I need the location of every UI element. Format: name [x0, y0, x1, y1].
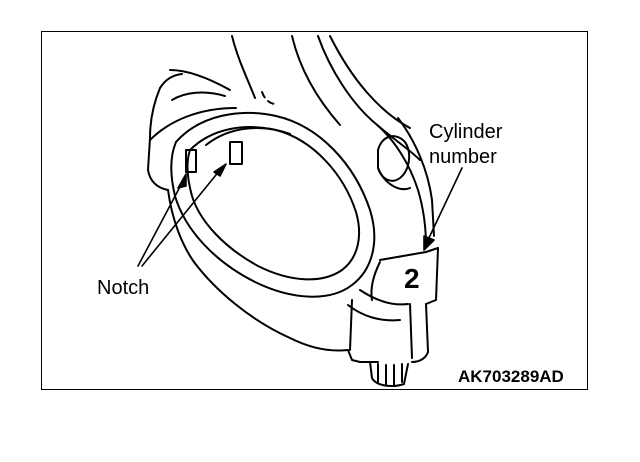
cylinder-number-label-line1: Cylinder: [429, 121, 503, 143]
big-end-bore: [170, 111, 376, 298]
rod-shank: [169, 35, 421, 161]
figure-code: AK703289AD: [458, 367, 564, 386]
stamped-cylinder-number: 2: [404, 263, 420, 294]
bearing-notches: [185, 141, 243, 173]
notch-label: Notch: [97, 277, 150, 299]
cylinder-number-arrow: [423, 167, 463, 251]
rod-cap-body: [147, 73, 439, 363]
notch-arrows: [137, 163, 227, 267]
cap-nut: [369, 361, 409, 387]
bolt-hole: [377, 135, 411, 190]
cylinder-number-label-line2: number: [429, 146, 497, 168]
